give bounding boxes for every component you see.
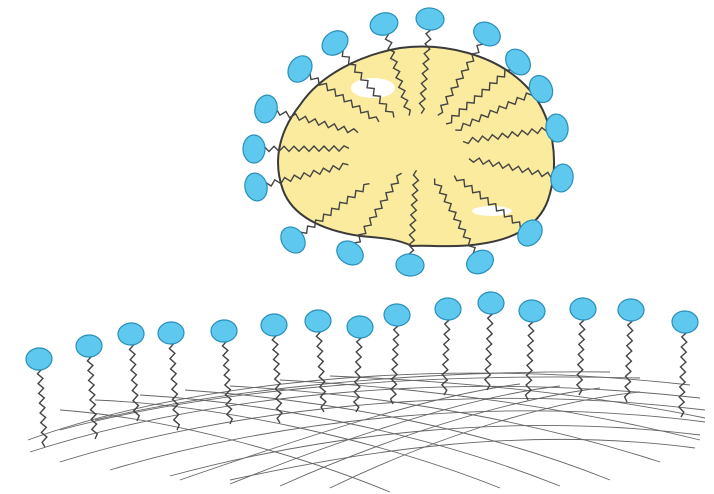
hydrophobic-tail (679, 322, 687, 417)
mesh-line (185, 390, 610, 480)
hydrophilic-head-icon (243, 135, 265, 163)
surfactant-molecule (260, 313, 287, 423)
hydrophobic-tail (577, 309, 585, 395)
hydrophobic-tail (625, 310, 634, 402)
hydrophobic-tail (316, 321, 326, 412)
hydrophilic-head-icon (395, 253, 424, 277)
mesh-surface (28, 372, 705, 492)
hydrophilic-head-icon (384, 303, 411, 326)
hydrophilic-head-icon (210, 319, 237, 343)
hydrophilic-head-icon (75, 334, 102, 358)
hydrophilic-head-icon (304, 309, 331, 333)
hydrophobic-tail (391, 315, 400, 404)
surfactant-molecule (519, 299, 546, 400)
hydrophilic-head-icon (368, 10, 401, 39)
hydrophobic-tail (485, 303, 493, 390)
surfactant-molecule (304, 309, 331, 412)
hydrophilic-head-icon (346, 315, 373, 338)
hydrophilic-head-icon (117, 322, 144, 346)
hydrophilic-head-icon (478, 291, 505, 314)
micelle-core (278, 47, 554, 247)
hydrophilic-head-icon (317, 26, 353, 61)
mesh-line (230, 386, 560, 484)
hydrophilic-head-icon (242, 171, 270, 203)
hydrophobic-tail (222, 331, 233, 424)
hydrophobic-tail (272, 325, 282, 423)
surfactant-molecule (672, 310, 699, 417)
hydrophilic-head-icon (252, 93, 280, 126)
surfactant-molecule (434, 297, 461, 395)
hydrophilic-head-icon (462, 246, 497, 279)
surfactant-molecule (618, 298, 645, 402)
hydrophilic-head-icon (618, 298, 645, 321)
mesh-line (95, 372, 610, 420)
hydrophilic-head-icon (276, 222, 310, 258)
hydrophobic-tail (354, 327, 362, 412)
surfactant-molecule (25, 347, 52, 447)
hydrophilic-head-icon (434, 297, 461, 320)
hydrophobic-tail (87, 346, 98, 439)
mesh-line (170, 425, 700, 476)
mesh-line (280, 388, 600, 486)
surfactant-molecule (117, 322, 144, 421)
hydrophilic-head-icon (415, 7, 445, 31)
hydrophilic-head-icon (332, 236, 367, 270)
hydrophilic-head-icon (672, 310, 699, 333)
micelle-highlight (472, 206, 512, 216)
hydrophilic-head-icon (157, 321, 184, 345)
hydrophilic-head-icon (569, 297, 596, 320)
hydrophilic-head-icon (519, 299, 546, 322)
micelle (242, 7, 576, 279)
surfactant-molecule (569, 297, 596, 395)
hydrophilic-head-icon (283, 51, 317, 87)
monolayer (25, 291, 698, 447)
hydrophilic-head-icon (25, 347, 52, 371)
hydrophilic-head-icon (260, 313, 287, 337)
surfactant-molecule (478, 291, 505, 390)
hydrophilic-head-icon (469, 17, 504, 50)
